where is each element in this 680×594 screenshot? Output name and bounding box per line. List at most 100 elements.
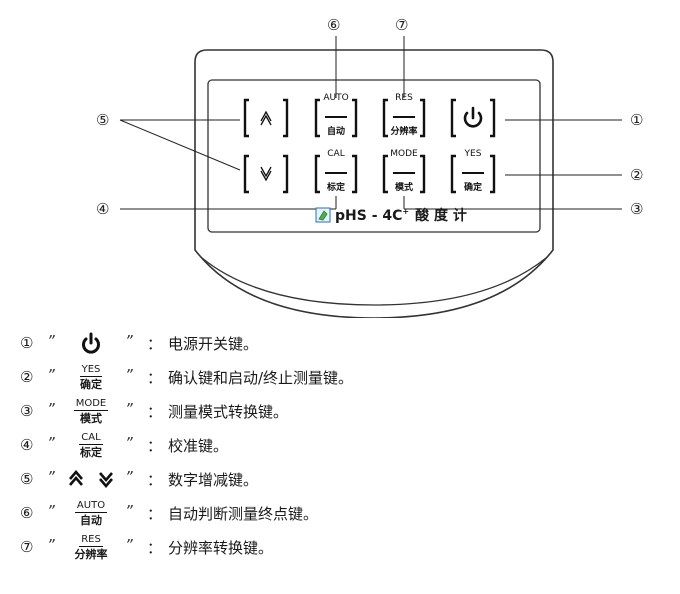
legend-num: ③ bbox=[20, 402, 34, 420]
close-quote: ” bbox=[125, 502, 133, 520]
mode-key-bottom-label: 模式 bbox=[395, 181, 413, 193]
legend-key-top: YES bbox=[79, 363, 103, 377]
yes-key-bottom-label: 确定 bbox=[464, 181, 483, 193]
yes-key-top-label: YES bbox=[464, 149, 482, 159]
legend-key-bottom: 模式 bbox=[80, 411, 102, 425]
legend-key-bottom: 分辨率 bbox=[74, 547, 108, 561]
legend-row-7: ⑦ ” RES 分辨率 ” ： 分辨率转换键。 bbox=[20, 530, 660, 564]
mode-key[interactable]: MODE 模式 bbox=[382, 149, 426, 194]
down-key[interactable] bbox=[243, 154, 289, 194]
auto-key-top-label: AUTO bbox=[323, 93, 348, 103]
legend-icon-box: CAL 标定 bbox=[56, 428, 126, 462]
legend-num: ⑥ bbox=[20, 504, 34, 522]
legend-desc: 分辨率转换键。 bbox=[168, 539, 274, 557]
brand-model-text: pHS - 4C bbox=[335, 208, 402, 224]
legend-row-4: ④ ” CAL 标定 ” ： 校准键。 bbox=[20, 428, 660, 462]
legend-row-3: ③ ” MODE 模式 ” ： 测量模式转换键。 bbox=[20, 394, 660, 428]
legend-row-1: ① ” ” ： 电源开关键。 bbox=[20, 326, 660, 360]
legend-num: ⑦ bbox=[20, 538, 34, 556]
legend-row-2: ② ” YES 确定 ” ： 确认键和启动/终止测量键。 bbox=[20, 360, 660, 394]
open-quote: ” bbox=[47, 468, 55, 486]
brand-model: pHS - 4C+ 酸 度 计 bbox=[335, 207, 467, 224]
close-quote: ” bbox=[125, 366, 133, 384]
open-quote: ” bbox=[47, 366, 55, 384]
legend-colon: ： bbox=[147, 505, 163, 523]
legend-colon: ： bbox=[147, 471, 163, 489]
cal-key-bottom-label: 标定 bbox=[326, 181, 346, 193]
legend-colon: ： bbox=[147, 369, 163, 387]
legend-icon-box: MODE 模式 bbox=[56, 394, 126, 428]
legend-icon-box: YES 确定 bbox=[56, 360, 126, 394]
legend-desc: 电源开关键。 bbox=[168, 335, 259, 353]
close-quote: ” bbox=[125, 332, 133, 350]
legend-colon: ： bbox=[147, 403, 163, 421]
legend-num: ④ bbox=[20, 436, 34, 454]
legend-key-top: RES bbox=[79, 533, 103, 547]
legend-icon-box bbox=[56, 326, 126, 360]
legend-icon-box bbox=[56, 462, 126, 496]
up-arrow-icon bbox=[69, 470, 83, 486]
legend-num: ① bbox=[20, 334, 34, 352]
keypad-panel bbox=[207, 79, 541, 233]
brand-name: 酸 度 计 bbox=[415, 207, 467, 224]
callout-7: ⑦ bbox=[395, 16, 408, 34]
callout-6: ⑥ bbox=[327, 16, 340, 34]
legend-key-top: AUTO bbox=[74, 499, 108, 513]
close-quote: ” bbox=[125, 536, 133, 554]
callout-2: ② bbox=[630, 166, 643, 184]
open-quote: ” bbox=[47, 400, 55, 418]
cal-key[interactable]: CAL 标定 bbox=[314, 149, 358, 194]
up-key[interactable] bbox=[243, 98, 289, 138]
callout-1: ① bbox=[630, 111, 643, 129]
legend-desc: 确认键和启动/终止测量键。 bbox=[168, 369, 354, 387]
legend-num: ② bbox=[20, 368, 34, 386]
callout-5: ⑤ bbox=[96, 111, 109, 129]
close-quote: ” bbox=[125, 400, 133, 418]
power-key[interactable] bbox=[450, 98, 496, 138]
legend-colon: ： bbox=[147, 335, 163, 353]
down-arrow-icon bbox=[260, 166, 272, 182]
legend-desc: 校准键。 bbox=[168, 437, 229, 455]
auto-key-bottom-label: 自动 bbox=[327, 125, 345, 137]
legend-row-5: ⑤ ” ” ： 数字增减键。 bbox=[20, 462, 660, 496]
legend-key-top: MODE bbox=[73, 397, 109, 411]
legend-key-bottom: 标定 bbox=[80, 445, 102, 459]
mode-key-top-label: MODE bbox=[390, 149, 418, 159]
legend-key-top: CAL bbox=[79, 431, 103, 445]
legend-key-bottom: 自动 bbox=[80, 513, 102, 527]
res-key-top-label: RES bbox=[395, 93, 413, 103]
power-icon bbox=[463, 106, 483, 128]
key-legend: ① ” ” ： 电源开关键。 ② ” YES 确定 ” ： 确认键和启动/终止测… bbox=[20, 326, 660, 564]
cal-key-top-label: CAL bbox=[327, 149, 344, 159]
open-quote: ” bbox=[47, 434, 55, 452]
legend-colon: ： bbox=[147, 539, 163, 557]
legend-desc: 数字增减键。 bbox=[168, 471, 259, 489]
power-icon bbox=[82, 332, 100, 354]
brand-logo-icon bbox=[315, 207, 331, 223]
open-quote: ” bbox=[47, 536, 55, 554]
brand-model-sup: + bbox=[402, 207, 409, 216]
open-quote: ” bbox=[47, 502, 55, 520]
legend-desc: 测量模式转换键。 bbox=[168, 403, 289, 421]
legend-colon: ： bbox=[147, 437, 163, 455]
auto-key[interactable]: AUTO 自动 bbox=[314, 93, 358, 138]
callout-4: ④ bbox=[96, 200, 109, 218]
res-key-bottom-label: 分辨率 bbox=[390, 125, 417, 137]
leader-lines bbox=[119, 36, 622, 210]
down-arrow-icon bbox=[99, 472, 113, 488]
res-key[interactable]: RES 分辨率 bbox=[382, 93, 426, 138]
housing-inner-line bbox=[201, 257, 547, 306]
legend-desc: 自动判断测量终点键。 bbox=[168, 505, 319, 523]
yes-key[interactable]: YES 确定 bbox=[450, 149, 496, 194]
close-quote: ” bbox=[125, 468, 133, 486]
open-quote: ” bbox=[47, 332, 55, 350]
legend-num: ⑤ bbox=[20, 470, 34, 488]
close-quote: ” bbox=[125, 434, 133, 452]
callout-3: ③ bbox=[630, 200, 643, 218]
meter-panel-diagram: ⑥ ⑦ ⑤ ④ ① ② ③ AUTO 自动 RES 分辨率 bbox=[96, 16, 643, 318]
up-arrow-icon bbox=[260, 110, 272, 126]
legend-row-6: ⑥ ” AUTO 自动 ” ： 自动判断测量终点键。 bbox=[20, 496, 660, 530]
legend-icon-box: RES 分辨率 bbox=[56, 530, 126, 564]
legend-key-bottom: 确定 bbox=[80, 377, 102, 391]
legend-icon-box: AUTO 自动 bbox=[56, 496, 126, 530]
